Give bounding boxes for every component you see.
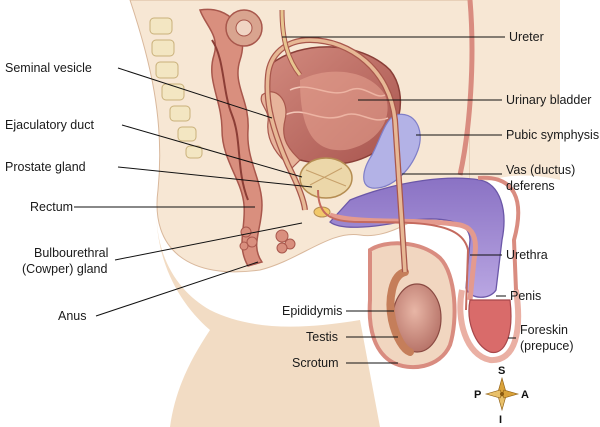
corpus-spongiosum — [329, 212, 478, 301]
compass-inferior: I — [499, 414, 502, 426]
label-scrotum: Scrotum — [292, 356, 339, 370]
label-pubic-symphysis: Pubic symphysis — [506, 128, 599, 142]
label-urinary-bladder: Urinary bladder — [506, 93, 591, 107]
leader-lines-left — [74, 67, 313, 317]
label-rectum: Rectum — [30, 200, 73, 214]
compass-superior: S — [498, 365, 505, 377]
glans — [468, 299, 512, 354]
prostate-texture — [305, 167, 347, 187]
penis-skin-edge — [477, 175, 521, 291]
rectum-lumen — [211, 39, 249, 201]
label-seminal-vesicle: Seminal vesicle — [5, 61, 92, 75]
label-bulbourethral-line2: (Cowper) gland — [22, 262, 108, 276]
leader-lines-center — [346, 310, 398, 364]
label-epididymis: Epididymis — [282, 304, 342, 318]
label-vas-line1: Vas (ductus) — [506, 163, 575, 177]
ureter-inner — [280, 9, 302, 76]
epididymis — [386, 268, 414, 356]
colon-lumen — [235, 19, 253, 37]
sacrum-vertebrae — [149, 17, 203, 159]
urethra-line — [317, 189, 470, 311]
foreskin — [457, 289, 522, 364]
label-ejaculatory-duct: Ejaculatory duct — [5, 118, 94, 132]
compass-posterior: P — [474, 389, 481, 401]
label-foreskin-line1: Foreskin — [520, 323, 568, 337]
label-bulbourethral-line1: Bulbourethral — [34, 246, 108, 260]
label-ureter: Ureter — [509, 30, 544, 44]
body-outline — [0, 0, 210, 427]
label-testis: Testis — [306, 330, 338, 344]
leader-lines-right — [282, 36, 516, 339]
pubic-symphysis — [363, 113, 421, 189]
label-vas-line2: deferens — [506, 179, 555, 193]
label-urethra: Urethra — [506, 248, 548, 262]
label-anus: Anus — [58, 309, 87, 323]
abdomen-skin — [470, 0, 560, 190]
bladder-interior — [300, 71, 388, 151]
lower-body-skin — [156, 190, 380, 427]
compass-rose: S I P A — [474, 365, 529, 426]
label-foreskin-line2: (prepuce) — [520, 339, 574, 353]
vas-deferens-inner — [265, 38, 407, 273]
compass-anterior: A — [521, 389, 529, 401]
label-prostate-gland: Prostate gland — [5, 160, 86, 174]
skin-edge — [457, 0, 475, 176]
label-penis: Penis — [510, 289, 541, 303]
rectum — [199, 8, 264, 267]
